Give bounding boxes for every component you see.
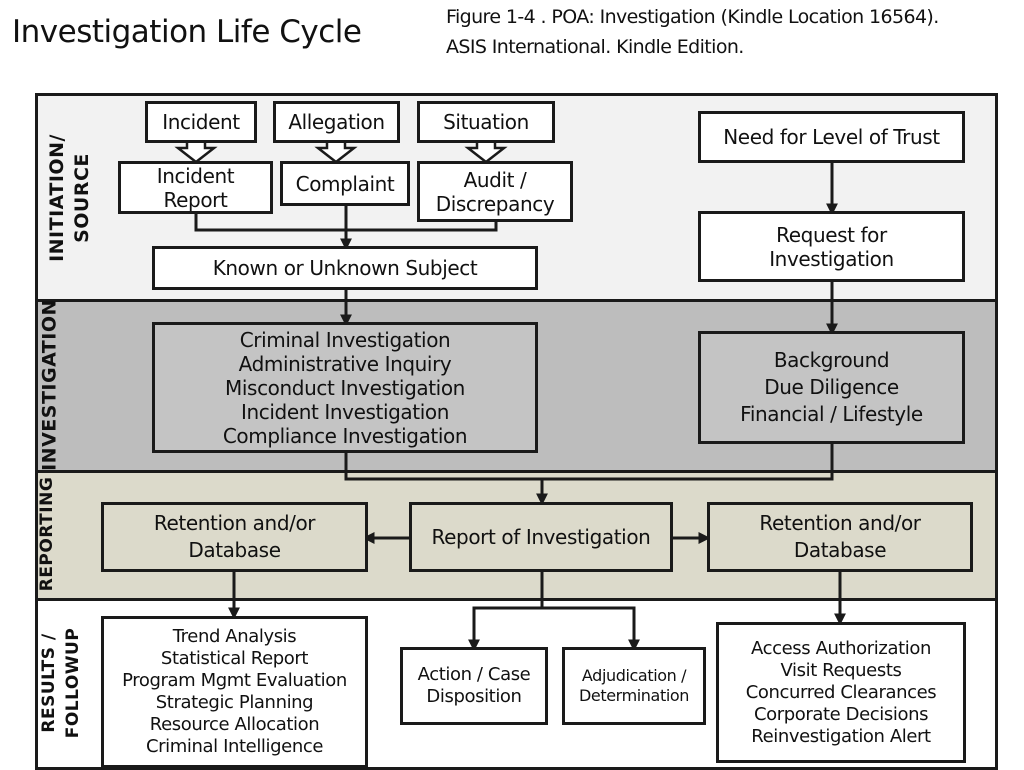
node-label: Need for Level of Trust: [723, 125, 940, 149]
node-label: Known or Unknown Subject: [212, 256, 478, 280]
node-line: Administrative Inquiry: [238, 351, 452, 376]
node-line: Request for: [776, 222, 887, 247]
node-line: Incident: [156, 163, 235, 188]
row-label-line: INVESTIGATION: [38, 299, 61, 471]
node-line: Adjudication /: [581, 666, 687, 685]
row-label-reporting: REPORTING: [35, 477, 59, 592]
node-line: Due Diligence: [764, 375, 899, 399]
row-label-line: FOLLOWUP: [63, 627, 83, 739]
node-label: Incident: [162, 110, 240, 134]
node-line: Report: [163, 187, 228, 212]
node-label: Situation: [443, 110, 529, 134]
node-line: Retention and/or: [153, 511, 316, 535]
node-line: Trend Analysis: [172, 626, 297, 647]
node-label: Report of Investigation: [431, 525, 651, 549]
known-subject-box: Known or Unknown Subject: [152, 246, 538, 290]
incident-report-box: Incident Report: [118, 161, 273, 214]
node-line: Visit Requests: [780, 659, 902, 681]
node-line: Database: [793, 538, 887, 562]
row-label-line: SOURCE: [71, 153, 93, 243]
background-box: Background Due Diligence Financial / Lif…: [698, 331, 965, 444]
figure-caption: Figure 1-4 . POA: Investigation (Kindle …: [446, 2, 939, 62]
caption-line-2: ASIS International. Kindle Edition.: [446, 36, 744, 58]
node-line: Determination: [578, 686, 689, 705]
node-line: Incident Investigation: [241, 399, 449, 424]
adjudication-box: Adjudication / Determination: [562, 647, 706, 725]
node-line: Resource Allocation: [149, 714, 320, 735]
node-line: Compliance Investigation: [222, 423, 468, 448]
retention-left-box: Retention and/or Database: [101, 502, 368, 572]
investigation-types-box: Criminal Investigation Administrative In…: [152, 322, 538, 453]
allegation-box: Allegation: [273, 101, 400, 143]
action-disposition-box: Action / Case Disposition: [400, 647, 548, 725]
node-line: Financial / Lifestyle: [740, 402, 923, 426]
node-line: Background: [773, 348, 890, 372]
node-line: Concurred Clearances: [745, 681, 937, 703]
node-line: Strategic Planning: [155, 692, 314, 713]
situation-box: Situation: [417, 101, 555, 143]
node-line: Reinvestigation Alert: [751, 725, 931, 747]
node-line: Action / Case: [417, 664, 531, 685]
row-label-investigation: INVESTIGATION: [38, 299, 63, 471]
node-line: Criminal Investigation: [239, 327, 451, 352]
retention-right-box: Retention and/or Database: [707, 502, 973, 572]
access-authorization-box: Access Authorization Visit Requests Conc…: [716, 622, 966, 763]
row-label-initiation: INITIATION/ SOURCE: [45, 134, 95, 262]
node-line: Audit /: [463, 167, 527, 192]
node-label: Complaint: [295, 171, 395, 196]
node-line: Access Authorization: [751, 637, 931, 659]
row-label-line: RESULTS /: [39, 633, 59, 733]
node-label: Allegation: [288, 110, 385, 134]
node-line: Statistical Report: [160, 648, 309, 669]
audit-discrepancy-box: Audit / Discrepancy: [417, 161, 573, 222]
node-line: Disposition: [426, 686, 522, 707]
node-line: Database: [188, 538, 281, 562]
incident-box: Incident: [145, 101, 257, 143]
page-title: Investigation Life Cycle: [12, 14, 362, 50]
need-trust-box: Need for Level of Trust: [698, 111, 965, 163]
node-line: Program Mgmt Evaluation: [122, 670, 347, 691]
node-line: Criminal Intelligence: [146, 736, 323, 757]
trend-analysis-box: Trend Analysis Statistical Report Progra…: [101, 616, 368, 768]
row-label-line: INITIATION/: [46, 134, 68, 262]
caption-line-1: Figure 1-4 . POA: Investigation (Kindle …: [446, 6, 939, 28]
node-line: Discrepancy: [435, 191, 555, 216]
request-investigation-box: Request for Investigation: [698, 211, 965, 282]
row-label-line: REPORTING: [37, 476, 57, 592]
node-line: Corporate Decisions: [753, 703, 929, 725]
row-label-results: RESULTS / FOLLOWUP: [37, 628, 85, 739]
node-line: Misconduct Investigation: [225, 375, 465, 400]
complaint-box: Complaint: [280, 161, 410, 206]
node-line: Retention and/or: [759, 511, 921, 535]
node-line: Investigation: [769, 246, 894, 271]
report-of-investigation-box: Report of Investigation: [409, 502, 673, 572]
